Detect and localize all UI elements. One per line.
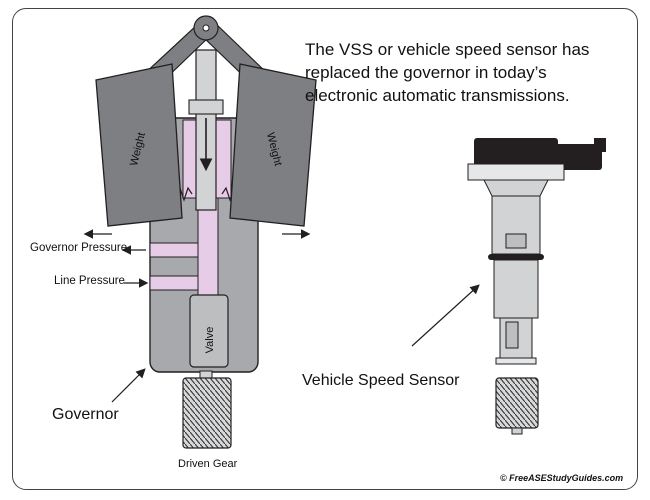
vss-lower-tab <box>505 321 519 349</box>
vehicle-speed-sensor-label: Vehicle Speed Sensor <box>302 372 460 389</box>
vss-cap <box>467 163 565 181</box>
valve <box>189 294 229 368</box>
line-pressure-label: Line Pressure <box>54 275 125 287</box>
line-pressure-port <box>149 275 201 291</box>
vss-pointer <box>411 284 480 347</box>
governor-assembly: Valve Weight Weight <box>83 15 317 449</box>
vss-connector-tab <box>594 138 606 152</box>
governor-label: Governor <box>52 406 119 423</box>
headline-line-1: The VSS or vehicle speed sensor has <box>305 40 590 59</box>
vss-lower-body <box>493 259 539 319</box>
driven-gear <box>182 377 232 449</box>
shaft-collar <box>188 99 224 115</box>
copyright-notice: © FreeASEStudyGuides.com <box>500 473 624 483</box>
pivot-pin <box>202 24 210 32</box>
vss-clip <box>495 357 537 365</box>
vss-gear-tip <box>511 427 523 435</box>
governor-pressure-label: Governor Pressure <box>30 242 128 254</box>
vss-assembly <box>411 138 606 435</box>
headline: The VSS or vehicle speed sensor has repl… <box>305 38 635 107</box>
headline-line-2: replaced the governor in today’s <box>305 63 547 82</box>
valve-label: Valve <box>204 327 216 354</box>
weight-left <box>95 63 183 227</box>
vss-o-ring <box>488 254 544 260</box>
vss-gear <box>495 377 539 429</box>
headline-line-3: electronic automatic transmissions. <box>305 86 570 105</box>
diagram-frame <box>12 8 638 490</box>
driven-gear-label: Driven Gear <box>178 458 238 470</box>
governor-pointer <box>111 368 146 403</box>
vss-upper-tab <box>505 233 527 249</box>
weight-right <box>229 63 317 227</box>
governor-pressure-port <box>149 242 201 258</box>
vss-neck <box>483 179 549 197</box>
